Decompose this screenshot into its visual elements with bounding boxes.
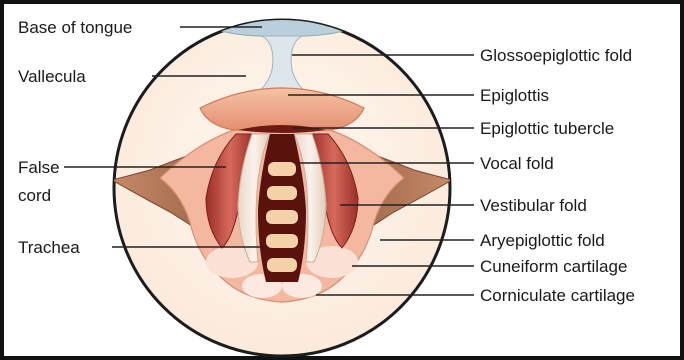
label-base-of-tongue: Base of tongue bbox=[18, 18, 132, 37]
label-cuneiform-cartilage: Cuneiform cartilage bbox=[480, 257, 627, 276]
label-vallecula: Vallecula bbox=[18, 67, 86, 86]
label-epiglottic-tubercle: Epiglottic tubercle bbox=[480, 119, 614, 138]
tracheal-ring bbox=[267, 186, 297, 200]
tracheal-ring bbox=[268, 162, 296, 176]
tracheal-ring bbox=[267, 258, 297, 272]
label-false-cord-line2: cord bbox=[18, 186, 51, 205]
label-trachea: Trachea bbox=[18, 238, 80, 257]
label-vestibular-fold: Vestibular fold bbox=[480, 196, 587, 215]
tracheal-ring bbox=[266, 234, 298, 248]
label-glossoepiglottic-fold: Glossoepiglottic fold bbox=[480, 46, 632, 65]
label-false-cord-line1: False bbox=[18, 158, 60, 177]
label-vocal-fold: Vocal fold bbox=[480, 154, 554, 173]
label-epiglottis: Epiglottis bbox=[480, 86, 549, 105]
label-corniculate-cartilage: Corniculate cartilage bbox=[480, 286, 635, 305]
label-aryepiglottic-fold: Aryepiglottic fold bbox=[480, 231, 605, 250]
tracheal-ring bbox=[266, 210, 298, 224]
